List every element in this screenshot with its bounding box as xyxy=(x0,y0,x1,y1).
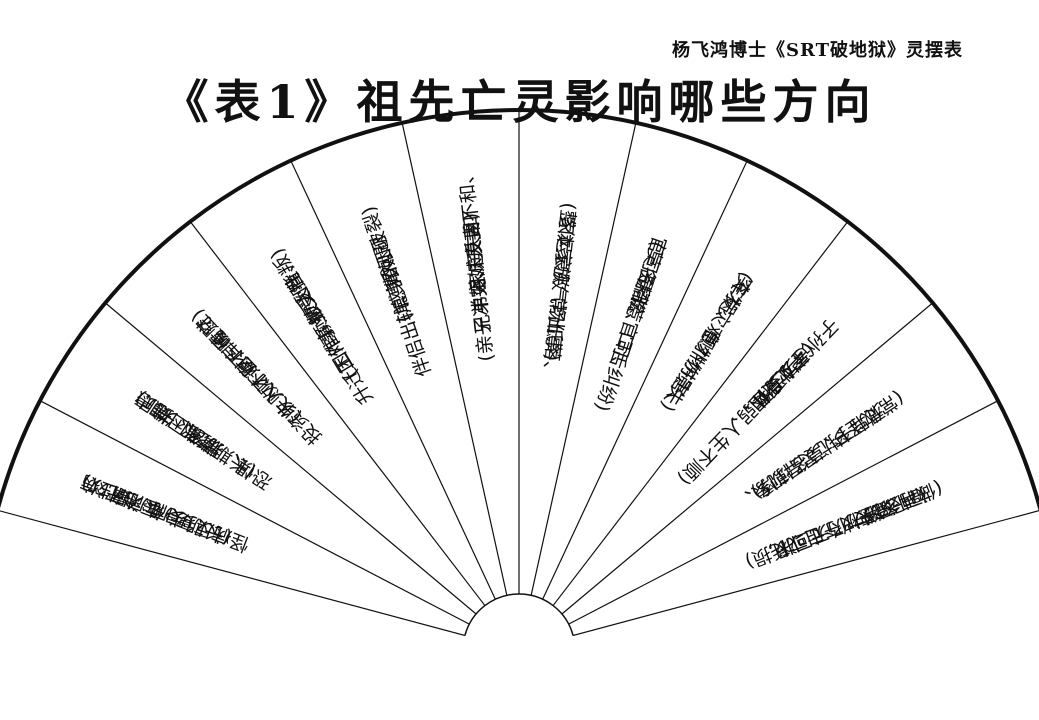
segment-label-line: 常出事) xyxy=(540,296,569,362)
fan-divider-line xyxy=(552,221,849,606)
fan-divider-line xyxy=(572,510,1039,637)
segment-label-line: 伴侣出轨、婚姻破裂) xyxy=(358,203,436,379)
fan-divider-line xyxy=(104,302,477,615)
segment-label-line: 恐惧、易怒、失眠) xyxy=(131,386,276,493)
fan-divider-line xyxy=(39,400,470,625)
segment-label-line: 兄弟姐妹反目) xyxy=(460,212,495,335)
segment-label-line: 怪病反复、医治无效) xyxy=(78,471,252,556)
fan-segment-4: 事业受阻(工作频频受挫、升迁困难、被人背叛) xyxy=(266,244,377,408)
fan-labels: 身体病痛(长期疾病、慢性病怪病反复、医治无效)情绪困扰(长期忧郁、焦虑恐惧、易怒… xyxy=(78,164,946,573)
segment-label-line: 升迁困难、被人背叛) xyxy=(266,244,377,408)
fan-segment-9: 突发灾难(车祸、意外伤害、财物损失) xyxy=(656,268,758,416)
fan-divider-line xyxy=(189,221,486,606)
fan-divider-line xyxy=(542,160,748,600)
fan-segment-5: 感情问题(单身久、伴侣出轨、婚姻破裂) xyxy=(358,203,436,379)
fan-divider-line xyxy=(568,400,999,625)
segment-label-line: 投资失败、财库亏空) xyxy=(187,305,326,449)
fan-divider-line xyxy=(530,122,637,596)
fan-divider-line xyxy=(290,160,496,600)
fan-divider-line xyxy=(561,302,934,615)
fan-lines xyxy=(0,108,1039,637)
fan-segment-7: 家运衰败(整体家族气场低落、常出事) xyxy=(538,201,579,381)
author-label: 杨飞鸿博士《SRT破地狱》灵摆表 xyxy=(671,40,963,61)
segment-label-line: 福德被夺走或耗损) xyxy=(742,494,899,572)
segment-label-line: 诉讼、口舌纠纷) xyxy=(590,274,656,414)
page-title: 《表1》祖先亡灵影响哪些方向 xyxy=(162,75,877,129)
fan-segment-8: 官司是非(莫名招惹官司、诉讼、口舌纠纷) xyxy=(590,233,670,414)
fan-segment-6: 家庭失和(亲子冲突、夫妻不和、兄弟姐妹反目) xyxy=(454,164,497,363)
fan-divider-line xyxy=(0,510,466,637)
fan-divider-line xyxy=(401,122,508,596)
